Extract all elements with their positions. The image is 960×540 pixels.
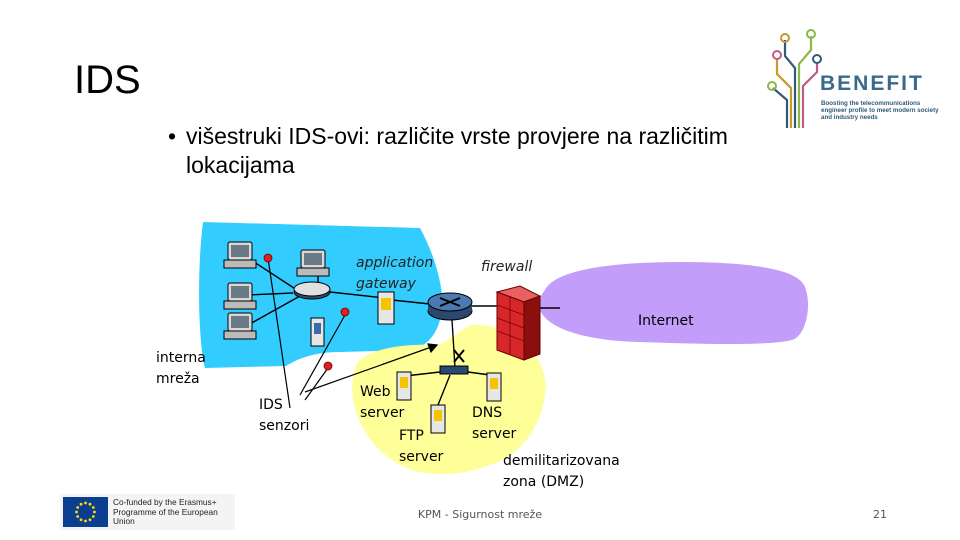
slide-title: IDS <box>74 58 141 102</box>
ftp-server-icon <box>430 404 446 434</box>
dmz-label: demilitarizovana zona (DMZ) <box>503 453 620 490</box>
ids-sensor-dot <box>323 361 333 371</box>
ftp-server-label: FTP server <box>399 428 444 465</box>
benefit-logo: BENEFIT Boosting the telecommunications … <box>765 28 945 132</box>
ids-sensor-dot <box>263 253 273 263</box>
bullet-text: višestruki IDS-ovi: različite vrste prov… <box>186 123 728 178</box>
application-gateway-server-icon <box>377 291 395 325</box>
erasmus-badge: Co-funded by the Erasmus+ Programme of t… <box>60 494 235 530</box>
bullet-marker: • <box>168 123 177 149</box>
internal-network-label: interna mreža <box>156 350 206 387</box>
erasmus-text: Co-funded by the Erasmus+ Programme of t… <box>113 497 218 527</box>
host-computer-icon <box>223 282 257 310</box>
internal-switch-icon <box>293 281 331 300</box>
page-number: 21 <box>873 508 887 521</box>
circuit-tree-icon <box>767 29 822 128</box>
host-computer-icon <box>223 241 257 269</box>
dns-server-label: DNS server <box>472 405 517 442</box>
router-icon <box>427 292 473 321</box>
firewall-icon <box>495 285 542 361</box>
ids-sensors-label: IDS senzori <box>259 397 310 434</box>
bullet-point: • višestruki IDS-ovi: različite vrste pr… <box>168 122 768 180</box>
firewall-label: firewall <box>481 259 533 275</box>
dmz-switch-icon <box>439 349 469 375</box>
internet-label: Internet <box>638 313 694 329</box>
ids-sensor-dot <box>340 307 350 317</box>
footer-text: KPM - Sigurnost mreže <box>417 508 543 521</box>
ids-sensor-pointers <box>267 257 439 409</box>
ids-sensor-markers <box>263 253 350 371</box>
benefit-wordmark: BENEFIT <box>820 72 924 95</box>
application-gateway-label: application gateway <box>356 255 434 292</box>
internet-region <box>539 262 808 344</box>
dns-server-icon <box>486 372 502 402</box>
web-server-icon <box>396 371 412 401</box>
host-computers <box>223 241 330 340</box>
eu-flag-icon <box>63 497 108 527</box>
ids-sensor-device-icon <box>310 317 325 347</box>
web-server-label: Web server <box>360 384 405 421</box>
host-computer-icon <box>296 249 330 277</box>
dmz-region <box>352 324 546 475</box>
benefit-tagline: Boosting the telecommunications engineer… <box>821 100 939 121</box>
host-computer-icon <box>223 312 257 340</box>
